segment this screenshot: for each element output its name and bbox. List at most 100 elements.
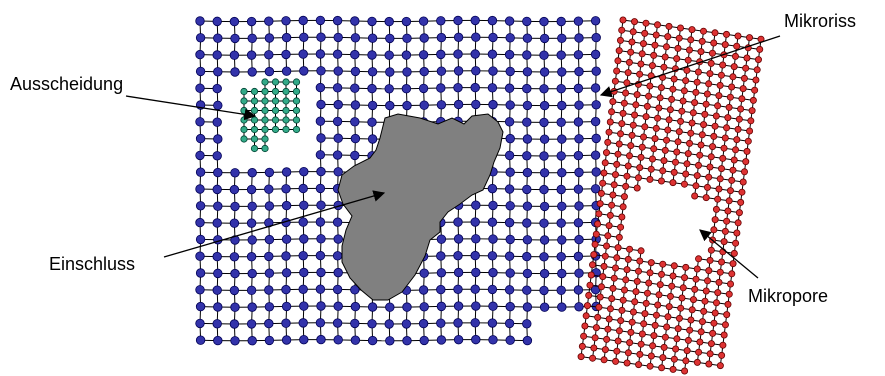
matrix-atom xyxy=(247,67,257,77)
matrix-atom xyxy=(504,285,515,295)
crack-grain-atom xyxy=(743,54,751,62)
crack-grain-atom xyxy=(620,286,628,294)
matrix-atom xyxy=(556,151,566,161)
matrix-atom xyxy=(195,66,206,77)
matrix-atom xyxy=(488,99,498,110)
crack-grain-atom xyxy=(591,240,599,248)
matrix-atom xyxy=(504,150,515,161)
matrix-atom xyxy=(505,33,515,43)
matrix-atom xyxy=(522,83,532,94)
matrix-atom xyxy=(522,16,532,27)
crack-grain-atom xyxy=(739,85,747,93)
matrix-atom xyxy=(539,168,550,178)
crack-grain-atom xyxy=(596,293,604,301)
matrix-atom xyxy=(315,82,326,93)
crack-grain-atom xyxy=(673,148,681,156)
crack-grain-atom xyxy=(660,343,668,351)
crack-grain-atom xyxy=(688,26,696,34)
crack-grain-atom xyxy=(710,319,718,327)
crack-grain-atom xyxy=(585,291,593,299)
crack-grain-atom xyxy=(723,311,731,319)
matrix-atom xyxy=(298,183,308,194)
matrix-atom xyxy=(350,301,361,312)
crack-grain-atom xyxy=(633,277,641,285)
crack-grain-atom xyxy=(578,342,586,350)
matrix-atom xyxy=(333,99,343,110)
matrix-atom xyxy=(247,168,257,178)
matrix-atom xyxy=(246,319,257,329)
crack-grain-atom xyxy=(645,279,653,287)
crack-grain-atom xyxy=(729,166,737,174)
matrix-atom xyxy=(590,184,601,194)
crack-grain-atom xyxy=(700,121,708,129)
crack-grain-atom xyxy=(728,176,736,184)
crack-grain-atom xyxy=(701,110,709,118)
matrix-atom xyxy=(453,234,464,244)
crack-grain-atom xyxy=(640,133,648,141)
crack-grain-atom xyxy=(623,79,631,87)
matrix-atom xyxy=(505,167,515,177)
matrix-atom xyxy=(471,267,481,278)
crack-grain-atom xyxy=(614,244,622,252)
crack-grain-atom xyxy=(733,42,741,50)
precipitate-atom xyxy=(240,106,248,115)
crack-grain-atom xyxy=(732,239,740,247)
matrix-atom xyxy=(299,66,309,76)
matrix-atom xyxy=(299,234,309,244)
precipitate-atom xyxy=(271,97,280,105)
crack-grain-atom xyxy=(734,219,742,227)
crack-grain-atom xyxy=(629,308,637,316)
crack-grain-atom xyxy=(627,48,635,56)
crack-grain-atom xyxy=(650,145,658,153)
matrix-atom xyxy=(212,319,222,329)
matrix-atom xyxy=(213,201,223,211)
precipitate-atom xyxy=(240,116,248,124)
matrix-atom xyxy=(333,66,343,76)
crack-grain-atom xyxy=(614,57,622,65)
crack-grain-atom xyxy=(721,41,729,49)
crack-grain-atom xyxy=(705,360,713,368)
crack-grain-atom xyxy=(626,339,634,347)
crack-grain-atom xyxy=(656,281,664,289)
matrix-atom xyxy=(367,16,377,27)
matrix-atom xyxy=(264,285,274,295)
matrix-atom xyxy=(453,66,464,76)
crack-grain-atom xyxy=(702,194,710,202)
crack-grain-atom xyxy=(747,117,755,125)
matrix-atom xyxy=(573,83,584,94)
crack-grain-atom xyxy=(636,257,644,265)
matrix-atom xyxy=(281,200,292,211)
crack-grain-atom xyxy=(657,177,665,185)
crack-grain-atom xyxy=(635,267,643,275)
matrix-atom xyxy=(471,99,481,110)
crack-grain-atom xyxy=(608,295,616,303)
matrix-atom xyxy=(453,49,463,59)
matrix-atom xyxy=(246,252,257,262)
matrix-atom xyxy=(505,268,515,278)
crack-grain-atom xyxy=(673,335,681,343)
matrix-atom xyxy=(195,49,205,60)
label-einschluss: Einschluss xyxy=(49,254,135,274)
crack-grain-atom xyxy=(633,91,641,99)
crack-grain-atom xyxy=(706,70,714,78)
crack-grain-atom xyxy=(601,252,609,260)
crack-grain-atom xyxy=(686,139,694,147)
label-ausscheidung: Ausscheidung xyxy=(10,74,123,94)
precipitate-atom xyxy=(271,106,280,115)
crack-grain-atom xyxy=(712,299,720,307)
crack-grain-atom xyxy=(590,251,598,259)
precipitate-atom xyxy=(271,78,280,86)
crack-grain-atom xyxy=(710,39,718,47)
crack-grain-atom xyxy=(647,165,655,173)
crack-grain-atom xyxy=(663,136,671,144)
crack-grain-atom xyxy=(698,131,706,139)
crack-grain-atoms xyxy=(577,16,765,375)
matrix-atom xyxy=(264,268,275,278)
crack-grain-atom xyxy=(605,128,613,136)
matrix-atom xyxy=(212,50,222,60)
matrix-atom xyxy=(316,99,326,110)
matrix-atom xyxy=(487,251,498,261)
crack-grain-atom xyxy=(609,191,617,199)
crack-grain-atom xyxy=(712,205,720,213)
matrix-atom xyxy=(229,218,240,228)
